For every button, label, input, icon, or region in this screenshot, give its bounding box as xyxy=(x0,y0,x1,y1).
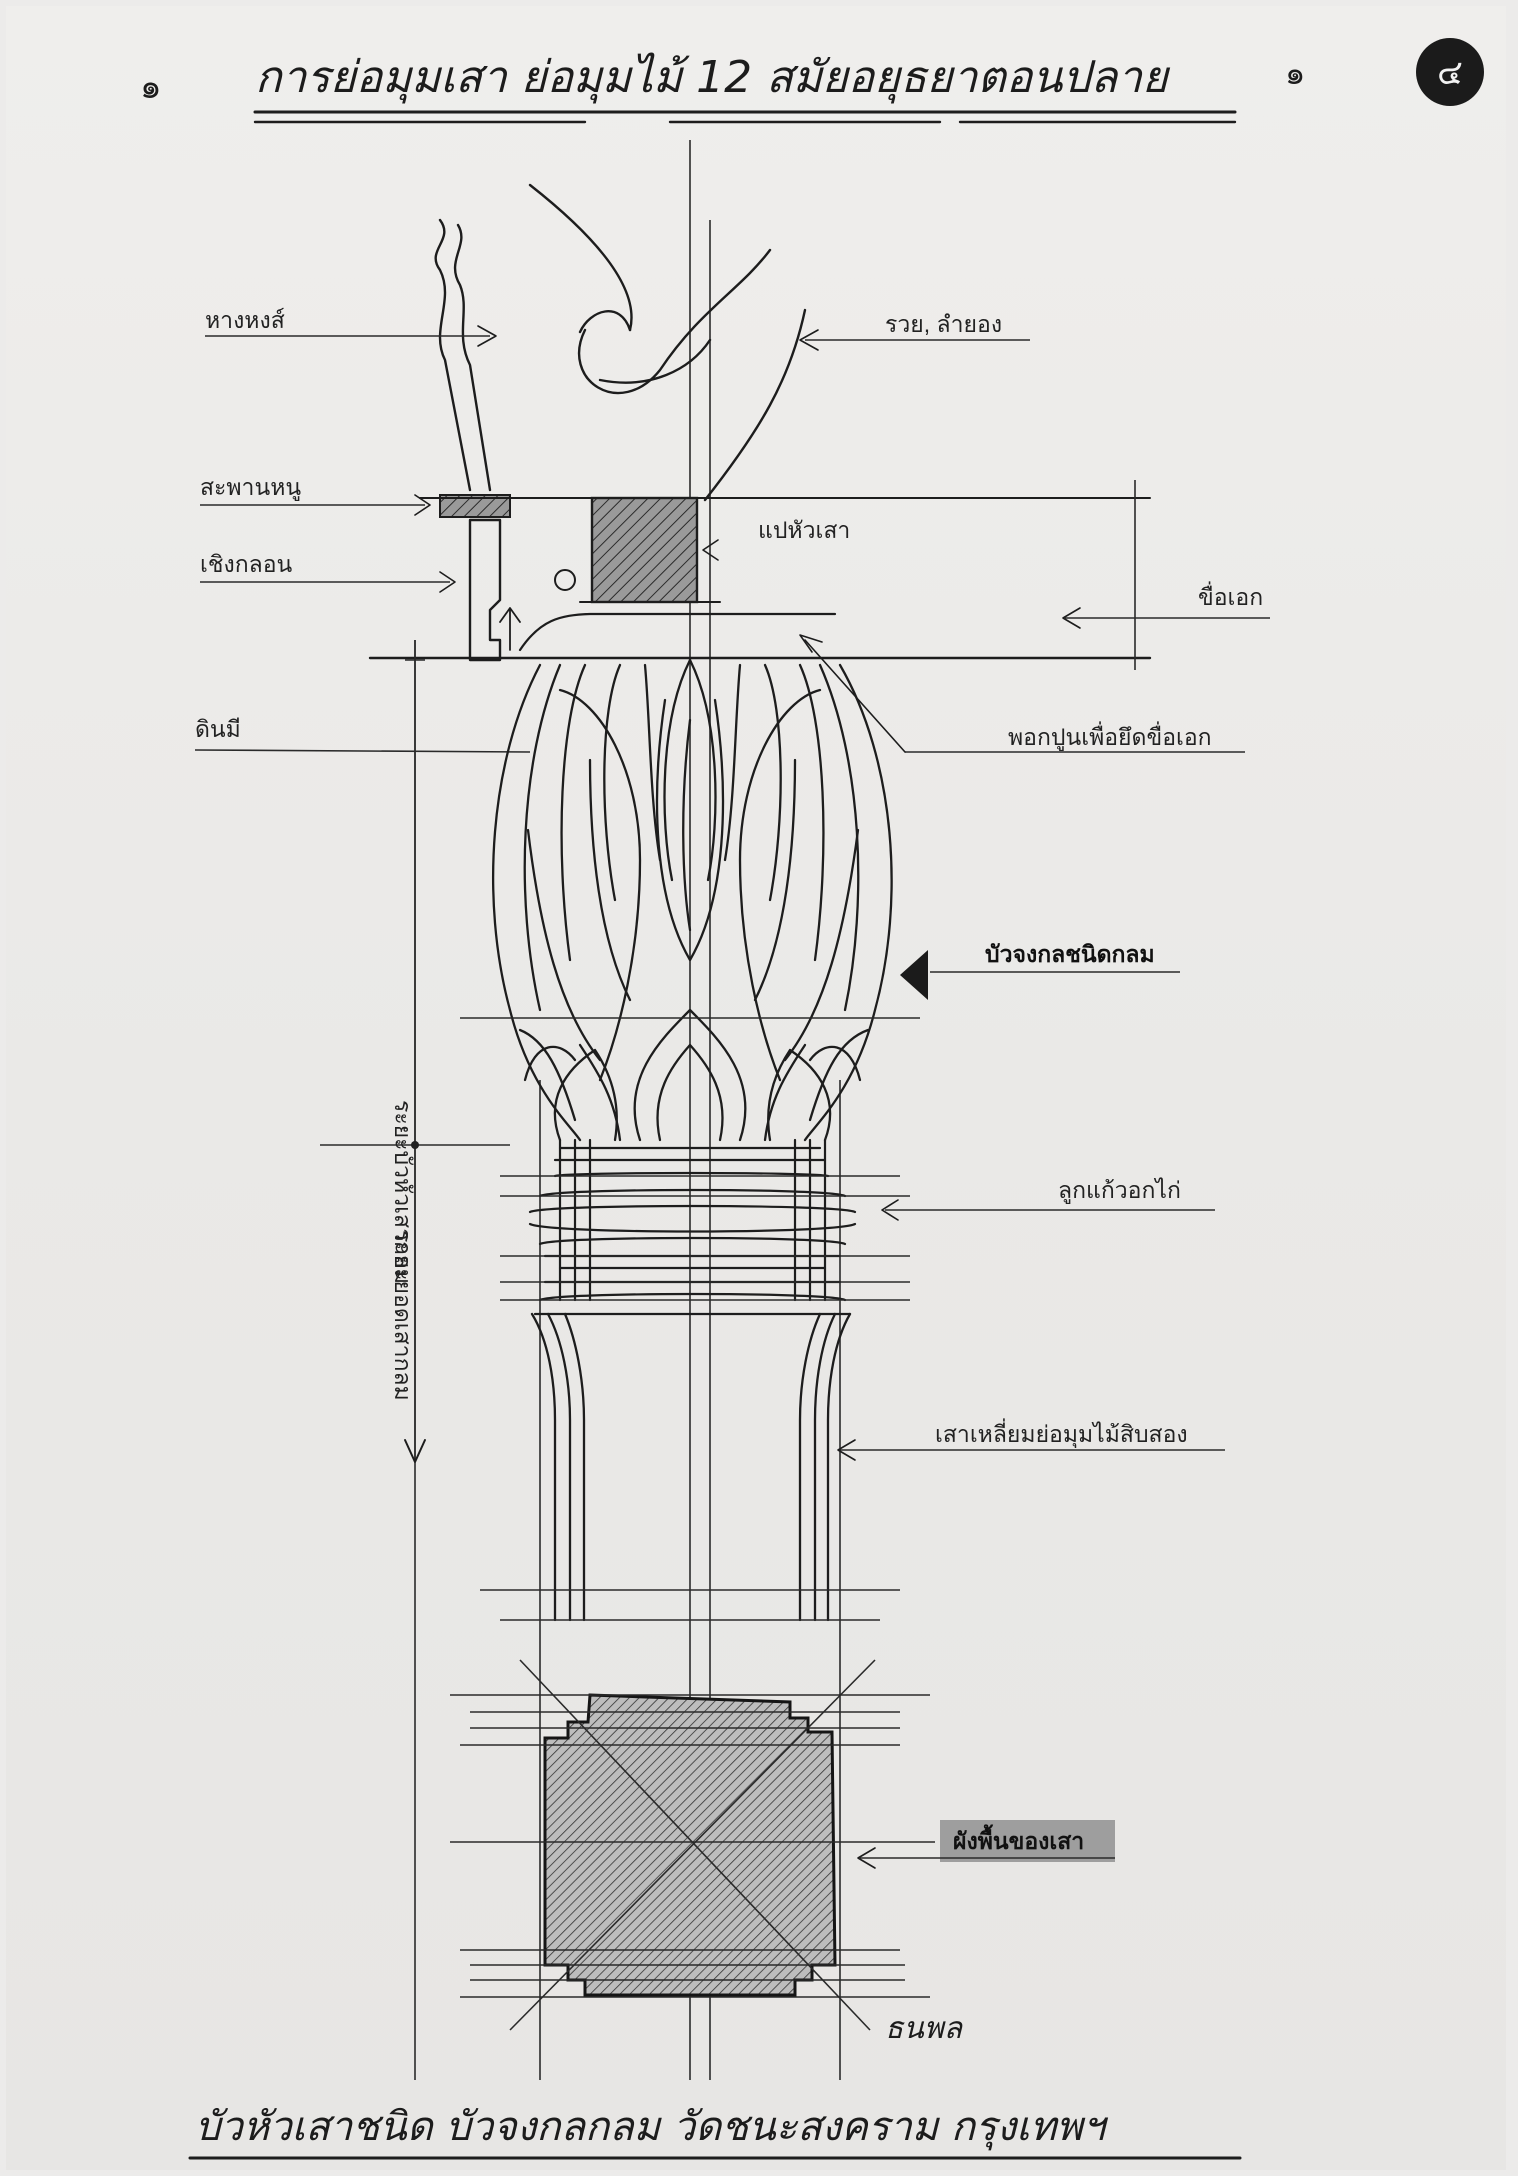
dimension-lines xyxy=(320,640,510,1463)
column-shaft xyxy=(530,1312,852,1622)
shaft-guide-lines xyxy=(480,1589,900,1621)
plan-label-box xyxy=(940,1820,1115,1862)
pae-hua-sao-beam xyxy=(579,496,726,615)
page-number-badge xyxy=(1416,38,1484,106)
saphan-nu-block xyxy=(439,494,511,662)
khue-ek-beam xyxy=(368,480,1152,670)
arrow-hang-hong xyxy=(477,325,497,347)
caption: บัวหัวเสาชนิด บัวจงกลกลม วัดชนะสงคราม กร… xyxy=(195,2104,1109,2151)
label-plan: ผังพื้นของเสา xyxy=(953,1824,1084,1854)
label-saphan-nu: สะพานหนู xyxy=(200,474,301,501)
hang-hong-ornament xyxy=(434,183,807,502)
arrow-plan xyxy=(857,1847,876,1869)
arrow-bua-chongkon xyxy=(900,950,928,1000)
label-khue-ek: ขื่อเอก xyxy=(1198,581,1263,610)
moulding-guide-lines xyxy=(500,1175,910,1301)
arrow-rai-lamyong xyxy=(799,329,819,351)
plan-guide-lines xyxy=(450,1659,935,2031)
header-left-mark: ๑ xyxy=(140,67,162,107)
label-luk-kaeo: ลูกแก้วอกไก่ xyxy=(1058,1177,1181,1204)
label-bua-chongkon: บัวจงกลชนิดกลม xyxy=(985,941,1155,967)
label-dim-capital: ระยะบัวหัวเสากลม xyxy=(390,1100,416,1284)
label-pae-hua-sao: แปหัวเสา xyxy=(758,517,850,543)
arrow-sao-liam xyxy=(837,1439,856,1461)
label-din-mi: ดินมี xyxy=(195,716,241,742)
signature: ธนพล xyxy=(885,2011,964,2046)
label-choeng-klon: เชิงกลอน xyxy=(200,551,293,577)
header-right-mark: ๑ xyxy=(1285,54,1305,92)
label-rai-lamyong: รวย, ลำยอง xyxy=(885,311,1002,337)
header-title: การย่อมุมเสา ย่อมุมไม้ 12 สมัยอยุธยาตอนป… xyxy=(255,52,1171,104)
arrow-choeng-klon xyxy=(439,571,456,593)
label-hang-hong: หางหงส์ xyxy=(205,307,285,333)
label-dim-shaft: ระยะยอดเสากลม xyxy=(390,1230,416,1401)
lotus-capital xyxy=(492,658,893,1142)
arrow-khue-ek xyxy=(1062,607,1081,629)
arrow-luk-kaeo xyxy=(881,1199,899,1221)
page-number: ๔ xyxy=(1437,53,1463,93)
luk-kaeo-mouldings xyxy=(528,1138,857,1316)
label-sao-liam: เสาเหลี่ยมย่อมุมไม้สิบสอง xyxy=(935,1418,1188,1448)
arrow-pae-hua-sao xyxy=(702,539,719,561)
label-pok-pun: พอกปูนเพื่อยึดขื่อเอก xyxy=(1008,721,1212,751)
arrow-pok-pun xyxy=(799,634,823,653)
